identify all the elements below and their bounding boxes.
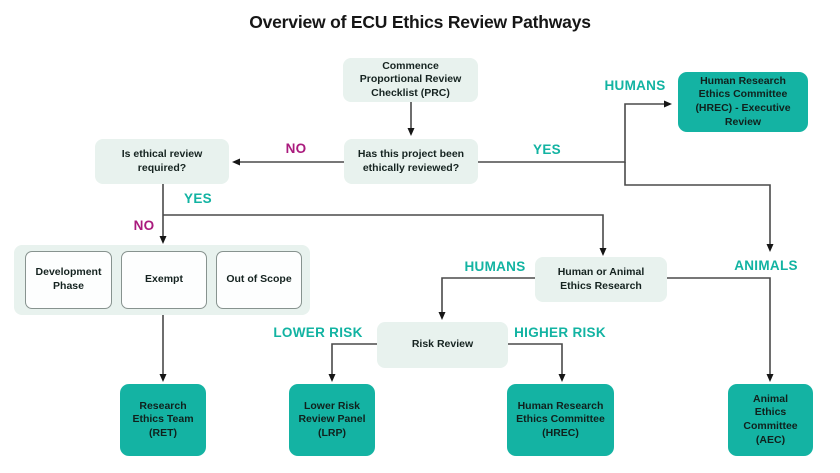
branch-label-humans-exec: HUMANS	[604, 78, 666, 93]
node-animal-ethics-committee: Animal Ethics Committee (AEC)	[728, 384, 813, 456]
node-hrec: Human Research Ethics Committee (HREC)	[507, 384, 614, 456]
branch-label-animals: ANIMALS	[734, 258, 798, 273]
node-commence-prc: Commence Proportional Review Checklist (…	[343, 58, 478, 102]
node-lower-risk-review-panel: Lower Risk Review Panel (LRP)	[289, 384, 375, 456]
branch-label-yes-required: YES	[184, 191, 212, 206]
branch-label-yes-reviewed: YES	[533, 142, 561, 157]
node-human-or-animal: Human or Animal Ethics Research	[535, 257, 667, 302]
branch-label-higher-risk: HIGHER RISK	[514, 325, 606, 340]
node-development-phase: Development Phase	[25, 251, 112, 309]
node-risk-review: Risk Review	[377, 322, 508, 368]
branch-label-no-reviewed: NO	[285, 141, 307, 156]
branch-label-humans-research: HUMANS	[464, 259, 526, 274]
node-hrec-executive-review: Human Research Ethics Committee (HREC) -…	[678, 72, 808, 132]
branch-label-lower-risk: LOWER RISK	[273, 325, 363, 340]
node-research-ethics-team: Research Ethics Team (RET)	[120, 384, 206, 456]
page-title: Overview of ECU Ethics Review Pathways	[249, 12, 591, 32]
node-review-required: Is ethical review required?	[95, 139, 229, 184]
node-out-of-scope: Out of Scope	[216, 251, 302, 309]
node-exempt: Exempt	[121, 251, 207, 309]
branch-label-no-required: NO	[133, 218, 155, 233]
node-ethically-reviewed: Has this project been ethically reviewed…	[344, 139, 478, 184]
